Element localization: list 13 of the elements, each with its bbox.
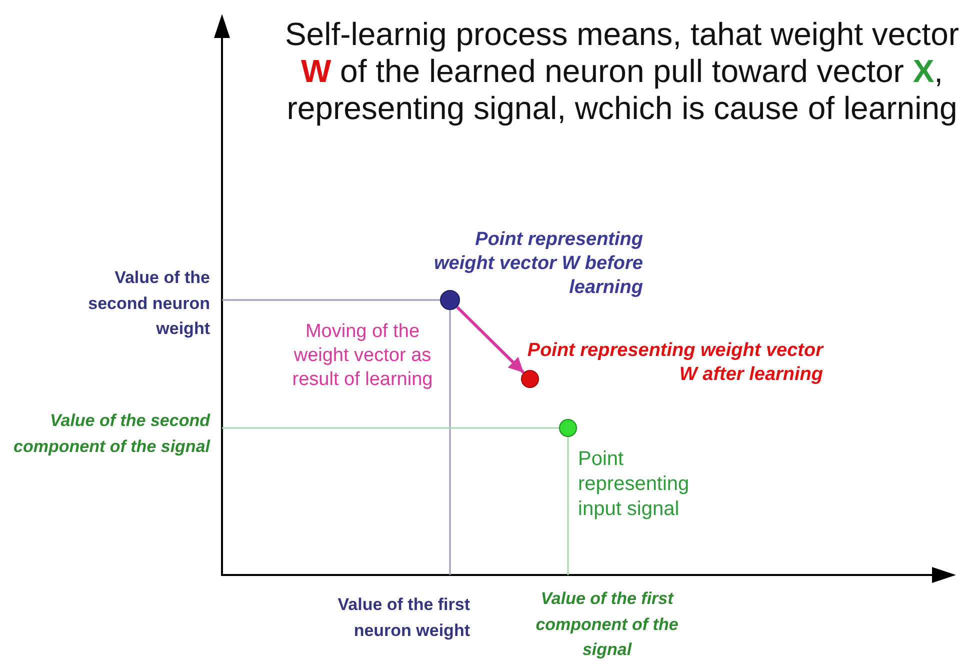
axis-label: Value of the second neuron weight <box>87 267 210 340</box>
axis-label: Value of the first neuron weight <box>336 594 470 642</box>
axis-label: Value of the second component of the signal <box>12 410 210 458</box>
arrow <box>456 306 525 374</box>
axis-label: Value of the first component of the signal <box>534 588 680 661</box>
data-point <box>440 290 460 310</box>
point-caption: Point representing weight vector W after learning <box>526 339 823 386</box>
edge-label: Moving of the weight vector as result of learning <box>291 320 434 392</box>
data-point <box>559 419 577 437</box>
point-caption: Point representing input signal <box>578 447 690 522</box>
title: Self-learnig process means, tahat weight vector W of the learned neuron pull toward vector X, representing signal, wchich is cause of learning <box>284 16 960 128</box>
point-caption: Point representing weight vector W before learning <box>432 228 643 300</box>
data-point <box>521 370 539 388</box>
